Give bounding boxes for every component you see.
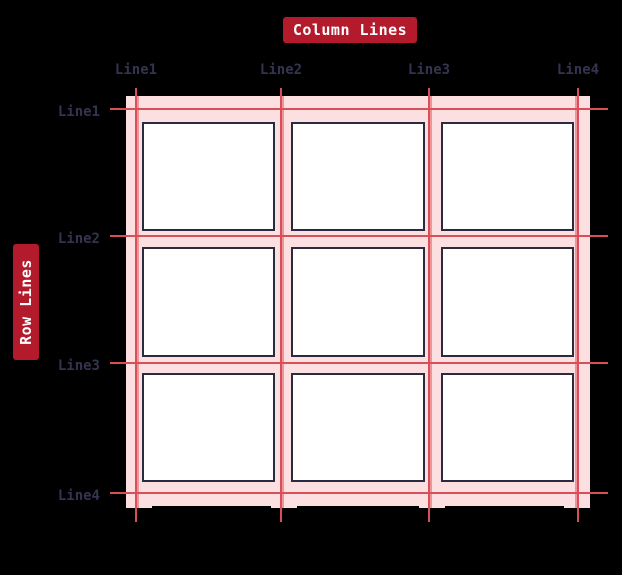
row-line-label-4: Line4	[57, 488, 100, 504]
grid-cell-r3c2	[291, 372, 425, 482]
row-line-label-3: Line3	[57, 358, 100, 374]
column-line-label-2: Line2	[259, 62, 303, 78]
column-line-4	[577, 88, 579, 522]
column-line-label-1: Line1	[114, 62, 158, 78]
row-line-2	[110, 235, 608, 237]
row-line-1	[110, 108, 608, 110]
row-lines-badge-wrapper: Row Lines	[13, 244, 39, 360]
grid-cell-r3c1	[142, 372, 276, 482]
row-line-4	[110, 492, 608, 494]
column-lines-badge: Column Lines	[283, 17, 417, 43]
column-midline-4	[575, 96, 577, 508]
column-midline-3	[430, 96, 432, 508]
column-midline-2	[282, 96, 284, 508]
grid-cell-r2c2	[291, 247, 425, 357]
row-line-label-1: Line1	[57, 104, 100, 120]
grid-cell-r1c2	[291, 122, 425, 232]
grid-cell-r1c3	[440, 122, 574, 232]
column-line-3	[428, 88, 430, 522]
column-line-label-4: Line4	[556, 62, 600, 78]
row-line-3	[110, 362, 608, 364]
grid-cell-r1c1	[142, 122, 276, 232]
column-line-label-3: Line3	[407, 62, 451, 78]
grid-cell-r2c3	[440, 247, 574, 357]
grid-cells-container	[142, 122, 574, 482]
row-line-label-2: Line2	[57, 231, 100, 247]
column-line-2	[280, 88, 282, 522]
column-midline-1	[137, 96, 139, 508]
row-lines-badge: Row Lines	[13, 244, 39, 360]
grid-cell-r2c1	[142, 247, 276, 357]
column-line-1	[135, 88, 137, 522]
grid-cell-r3c3	[440, 372, 574, 482]
